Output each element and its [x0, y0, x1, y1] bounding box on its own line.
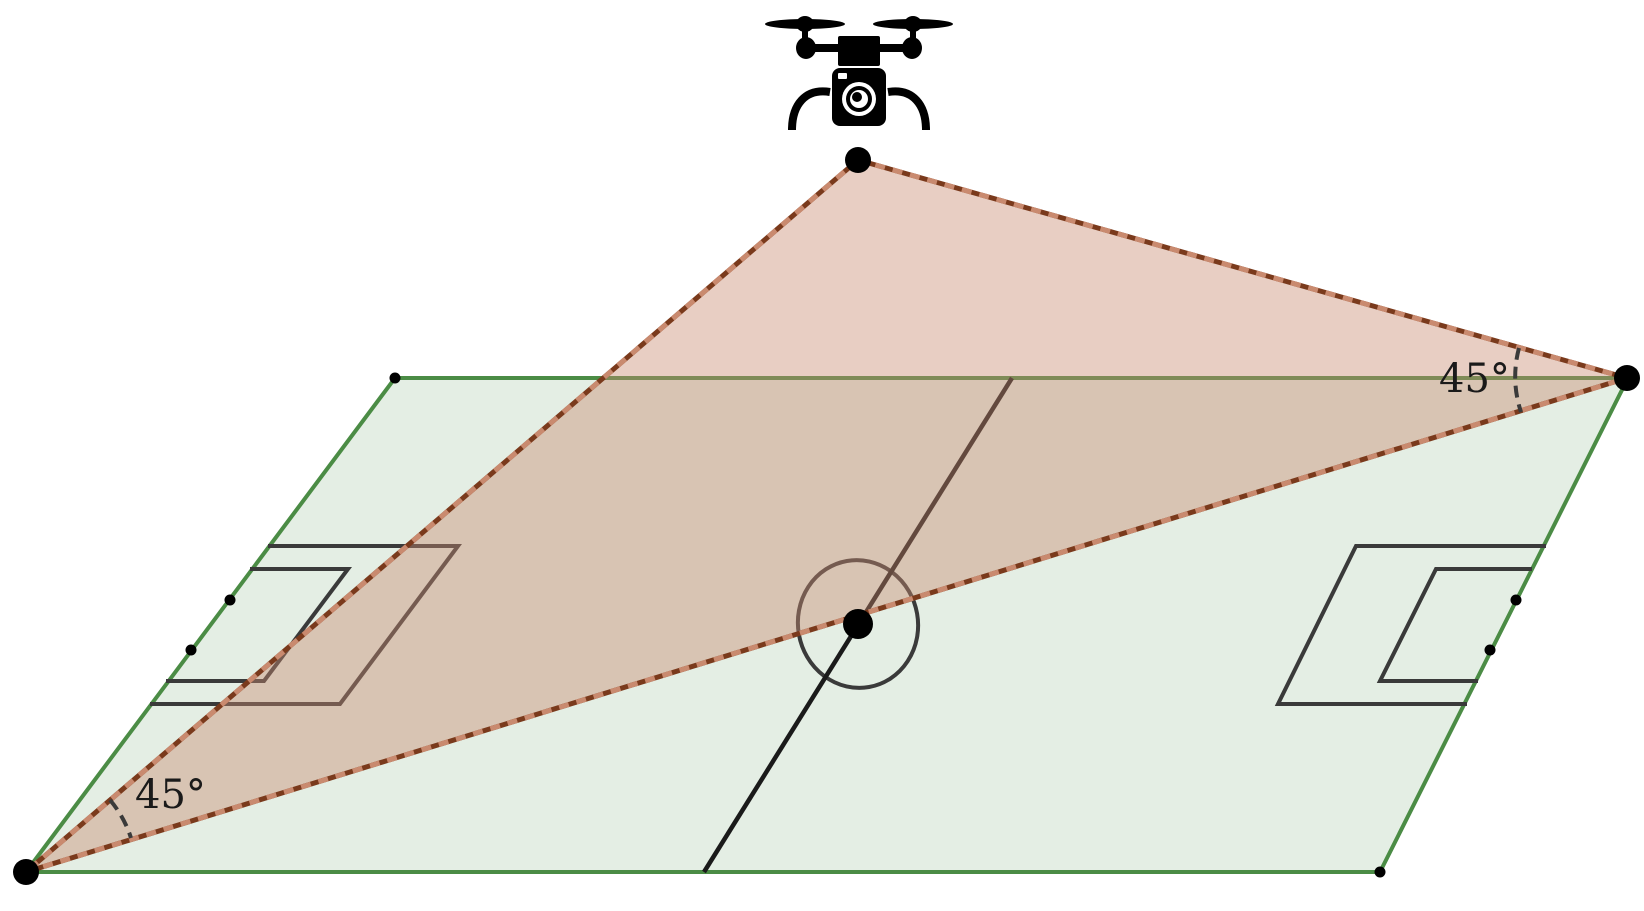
edge-left-right-dash — [25, 375, 1628, 875]
field-points — [185, 372, 1522, 878]
center-point — [843, 609, 873, 639]
angle-arc-right — [1513, 347, 1523, 413]
left-goal-post-bottom — [185, 644, 197, 656]
left-penalty-area — [150, 544, 462, 706]
field-corner-top-left — [389, 372, 401, 384]
sight-triangle — [26, 160, 1627, 872]
right-goal-area — [1376, 567, 1532, 683]
left-vertex-point — [13, 859, 39, 885]
right-vertex-point — [1614, 365, 1640, 391]
angle-label-bottom-left: 45° — [135, 772, 206, 818]
drone-camera-icon — [765, 16, 953, 131]
field-corner-bottom-right — [1374, 866, 1386, 878]
right-penalty-area — [1274, 544, 1546, 706]
left-goal-post-top — [224, 594, 236, 606]
drone-point — [845, 147, 871, 173]
angle-label-right: 45° — [1439, 356, 1510, 402]
right-goal-post-bottom — [1484, 644, 1496, 656]
right-goal-post-top — [1510, 594, 1522, 606]
triangle-edges — [24, 157, 1628, 875]
edge-drone-right-dash — [857, 157, 1628, 381]
angle-arc-bottom-left — [108, 798, 133, 839]
left-goal-area — [166, 567, 352, 683]
edge-drone-left-dash — [24, 158, 860, 874]
